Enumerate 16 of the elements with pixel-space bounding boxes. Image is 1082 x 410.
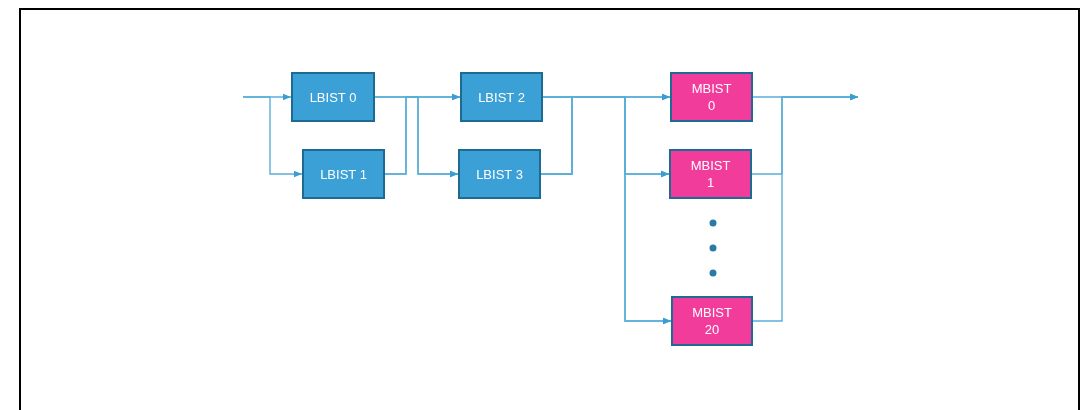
box-label: LBIST 0 (309, 88, 357, 106)
arrow (752, 93, 859, 322)
box-label: MBIST 1 (689, 157, 732, 191)
process-box (302, 149, 385, 199)
process-box (460, 72, 543, 122)
process-box (670, 72, 753, 122)
process-box (458, 149, 541, 199)
process-box (291, 72, 375, 122)
process-box (669, 149, 752, 199)
box-label: LBIST 3 (475, 165, 524, 183)
arrow (242, 96, 303, 178)
process-box (671, 296, 753, 346)
box-label: MBIST 0 (690, 80, 733, 114)
box-label: LBIST 2 (477, 88, 526, 106)
box-label: LBIST 1 (319, 165, 368, 183)
box-label: MBIST 20 (691, 304, 733, 338)
